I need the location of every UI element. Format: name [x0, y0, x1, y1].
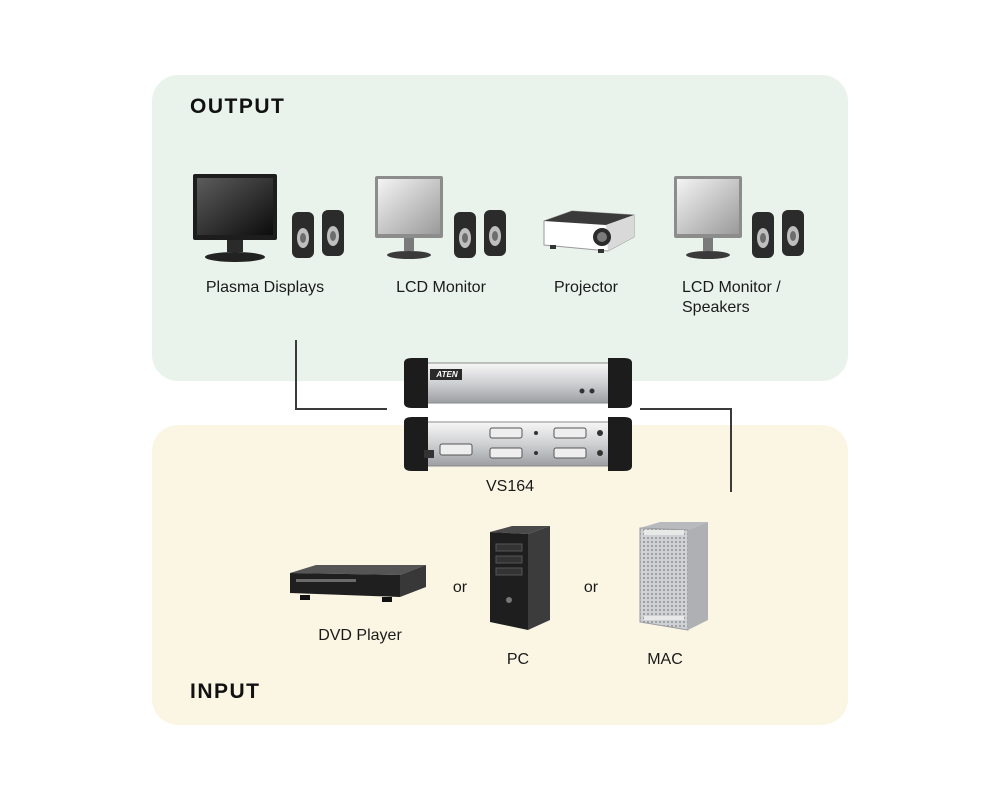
device-label-lcd-monitor: LCD Monitor — [396, 279, 486, 296]
device-label-dvd-player: DVD Player — [318, 627, 402, 644]
device-label-line-2: Speakers — [682, 299, 750, 316]
separator-text-or-2: or — [583, 579, 599, 596]
projector-icon — [543, 210, 635, 253]
speaker-pair-icon — [292, 210, 344, 258]
switch-back-unit — [404, 417, 632, 471]
device-label-projector: Projector — [553, 279, 619, 296]
connector-line-output-vertical — [295, 340, 297, 410]
speaker-pair-icon — [454, 210, 506, 258]
separator-text-or-1: or — [452, 579, 468, 596]
switch-front-unit — [404, 358, 632, 408]
switch-model-label: VS164 — [485, 478, 535, 495]
connector-line-input-horizontal — [640, 408, 732, 410]
device-label-lcd-monitor-speakers: LCD Monitor / Speakers — [682, 278, 812, 318]
plasma-display-icon — [193, 174, 277, 262]
mac-pro-icon — [639, 522, 708, 631]
pc-tower-icon — [490, 526, 550, 630]
output-heading: OUTPUT — [190, 95, 286, 118]
input-heading: INPUT — [190, 680, 261, 703]
speaker-pair-icon — [752, 210, 804, 258]
connector-line-output-horizontal — [295, 408, 387, 410]
device-label-pc: PC — [506, 651, 530, 668]
lcd-monitor-icon — [375, 176, 443, 259]
device-label-mac: MAC — [647, 651, 683, 668]
lcd-monitor-icon — [674, 176, 742, 259]
device-label-line-1: LCD Monitor / — [682, 279, 781, 296]
dvd-player-icon — [290, 565, 426, 602]
connector-line-input-vertical — [730, 408, 732, 492]
device-label-plasma-displays: Plasma Displays — [205, 279, 325, 296]
switch-brand-logo: ATEN — [436, 370, 458, 379]
